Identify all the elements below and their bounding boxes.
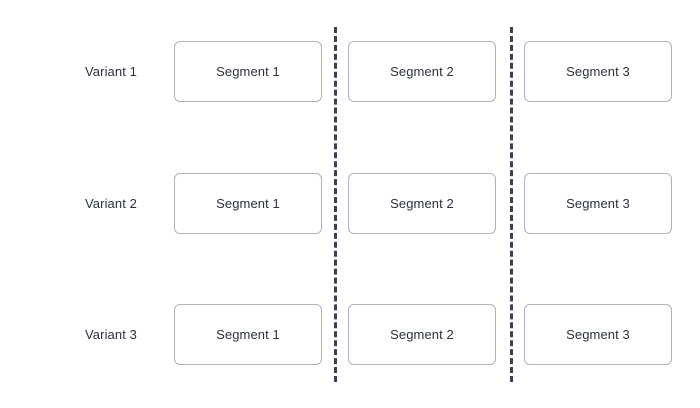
segment-box-r2c3[interactable]: Segment 3 bbox=[524, 173, 672, 234]
row-label-variant-2: Variant 2 bbox=[85, 196, 137, 211]
segment-box-label: Segment 1 bbox=[216, 327, 280, 342]
segment-box-label: Segment 3 bbox=[566, 64, 630, 79]
column-divider-2 bbox=[510, 27, 513, 382]
segment-box-label: Segment 1 bbox=[216, 64, 280, 79]
row-label-variant-3: Variant 3 bbox=[85, 327, 137, 342]
row-label-variant-1: Variant 1 bbox=[85, 64, 137, 79]
segment-box-r1c2[interactable]: Segment 2 bbox=[348, 41, 496, 102]
segment-box-label: Segment 2 bbox=[390, 64, 454, 79]
segment-box-label: Segment 2 bbox=[390, 327, 454, 342]
segment-box-label: Segment 3 bbox=[566, 327, 630, 342]
segment-box-r3c2[interactable]: Segment 2 bbox=[348, 304, 496, 365]
segment-box-r1c3[interactable]: Segment 3 bbox=[524, 41, 672, 102]
segment-box-r1c1[interactable]: Segment 1 bbox=[174, 41, 322, 102]
segment-box-label: Segment 3 bbox=[566, 196, 630, 211]
segment-box-label: Segment 1 bbox=[216, 196, 280, 211]
segment-box-r2c1[interactable]: Segment 1 bbox=[174, 173, 322, 234]
segment-box-r3c3[interactable]: Segment 3 bbox=[524, 304, 672, 365]
segment-box-label: Segment 2 bbox=[390, 196, 454, 211]
segment-box-r2c2[interactable]: Segment 2 bbox=[348, 173, 496, 234]
column-divider-1 bbox=[334, 27, 337, 382]
segment-box-r3c1[interactable]: Segment 1 bbox=[174, 304, 322, 365]
